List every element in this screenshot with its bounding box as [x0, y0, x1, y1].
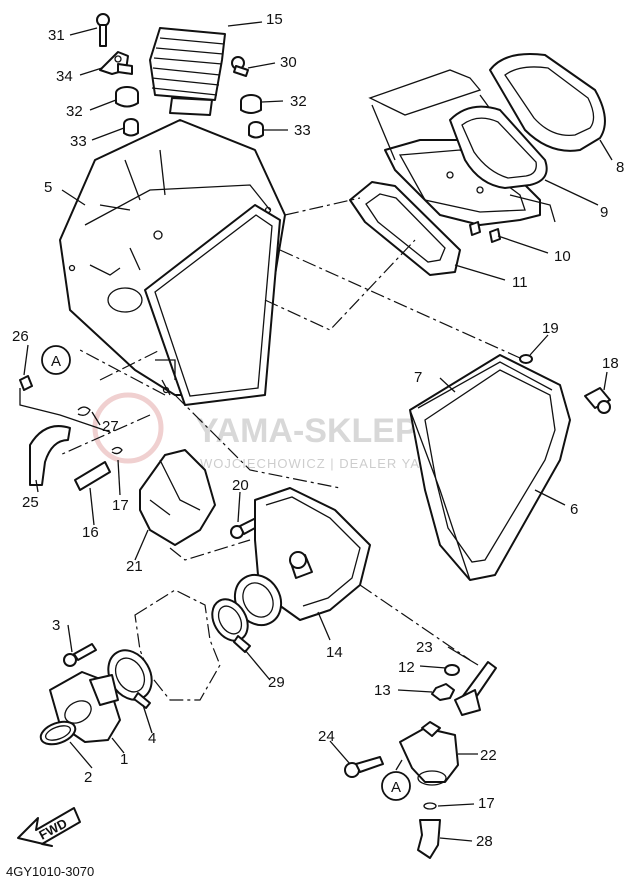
grommet-part-32-left — [115, 86, 139, 108]
callout-12: 12 — [398, 659, 415, 676]
diagram-code: 4GY1010-3070 — [6, 864, 94, 879]
seal-part-7 — [417, 361, 553, 409]
callout-8: 8 — [616, 159, 624, 176]
boot-part-15 — [149, 27, 226, 116]
grommet-part-32-right — [240, 94, 262, 114]
filter-element-inner — [449, 105, 548, 189]
connector-a-bottom: A — [381, 771, 411, 801]
callout-5: 5 — [44, 179, 52, 196]
callout-32-right: 32 — [290, 93, 307, 110]
hose-part-28 — [417, 819, 441, 859]
callout-17-upper: 17 — [112, 497, 129, 514]
callout-31: 31 — [48, 27, 65, 44]
clip-part-17-upper — [111, 446, 123, 455]
oring-part-2 — [39, 720, 77, 746]
bracket-part-34 — [99, 51, 133, 75]
callout-33-right: 33 — [294, 122, 311, 139]
watermark-subtitle: WOJCIECHOWICZ | DEALER YAMAHA — [200, 456, 462, 471]
connector-a-bottom-label: A — [391, 779, 401, 796]
callout-10: 10 — [554, 248, 571, 265]
callout-16: 16 — [82, 524, 99, 541]
hose-part-25 — [29, 425, 71, 486]
callout-9: 9 — [600, 204, 608, 221]
callout-3: 3 — [52, 617, 60, 634]
valve-part-22 — [399, 721, 459, 786]
clip-part-17-lower — [423, 802, 437, 810]
connector-a-top-label: A — [51, 353, 61, 370]
collar-part-33-right — [248, 121, 264, 139]
connector-a-top: A — [41, 345, 71, 375]
clamp-part-29 — [211, 598, 251, 653]
cover-part-21 — [139, 449, 216, 546]
airbox-part-5 — [59, 119, 286, 406]
assembly-lines — [59, 197, 521, 661]
clamp-part-4 — [107, 649, 153, 709]
bolt-part-30 — [231, 56, 249, 77]
callout-17-lower: 17 — [478, 795, 495, 812]
callout-28: 28 — [476, 833, 493, 850]
callout-11: 11 — [512, 274, 528, 291]
washer-part-19 — [519, 354, 533, 364]
bolt-part-31 — [96, 13, 110, 47]
forward-direction-arrow: FWD — [17, 807, 81, 847]
callout-29: 29 — [268, 674, 285, 691]
callout-19: 19 — [542, 320, 559, 337]
side-cover-part-6 — [409, 354, 571, 581]
callout-25: 25 — [22, 494, 39, 511]
washer-part-12 — [444, 664, 460, 676]
filter-element-part-8 — [489, 53, 606, 152]
callout-labels: 31 34 32 33 15 30 32 33 5 8 9 10 11 19 1… — [12, 11, 624, 850]
leader-lines — [19, 21, 613, 842]
screw-part-18 — [584, 387, 611, 414]
callout-24: 24 — [318, 728, 335, 745]
callout-22: 22 — [480, 747, 497, 764]
gasket-part-11 — [349, 181, 461, 276]
callout-4: 4 — [148, 730, 156, 747]
collar-part-33-left — [123, 118, 139, 137]
joint-part-14 — [233, 487, 371, 627]
fitting-part-26 — [19, 375, 33, 391]
callout-26: 26 — [12, 328, 29, 345]
callout-6: 6 — [570, 501, 578, 518]
callout-34: 34 — [56, 68, 73, 85]
callout-23: 23 — [416, 639, 433, 656]
bolt-part-3 — [63, 643, 97, 667]
bolt-part-24 — [344, 756, 384, 778]
clip-part-27 — [77, 406, 91, 416]
callout-27: 27 — [102, 418, 119, 435]
nut-part-13 — [431, 683, 455, 701]
callout-30: 30 — [280, 54, 297, 71]
callout-1: 1 — [120, 751, 128, 768]
callout-33-left: 33 — [70, 133, 87, 150]
callout-20: 20 — [232, 477, 249, 494]
callout-13: 13 — [374, 682, 391, 699]
callout-15: 15 — [266, 11, 283, 28]
callout-18: 18 — [602, 355, 619, 372]
pipe-part-16 — [74, 461, 111, 491]
bracket-part-23 — [454, 661, 497, 716]
callout-32-left: 32 — [66, 103, 83, 120]
callout-21: 21 — [126, 558, 143, 575]
callout-2: 2 — [84, 769, 92, 786]
callout-14: 14 — [326, 644, 343, 661]
screw-part-10 — [469, 221, 501, 243]
watermark: YAMA-SKLEP.PL WOJCIECHOWICZ | DEALER YAM… — [92, 392, 466, 471]
callout-7: 7 — [414, 369, 422, 386]
